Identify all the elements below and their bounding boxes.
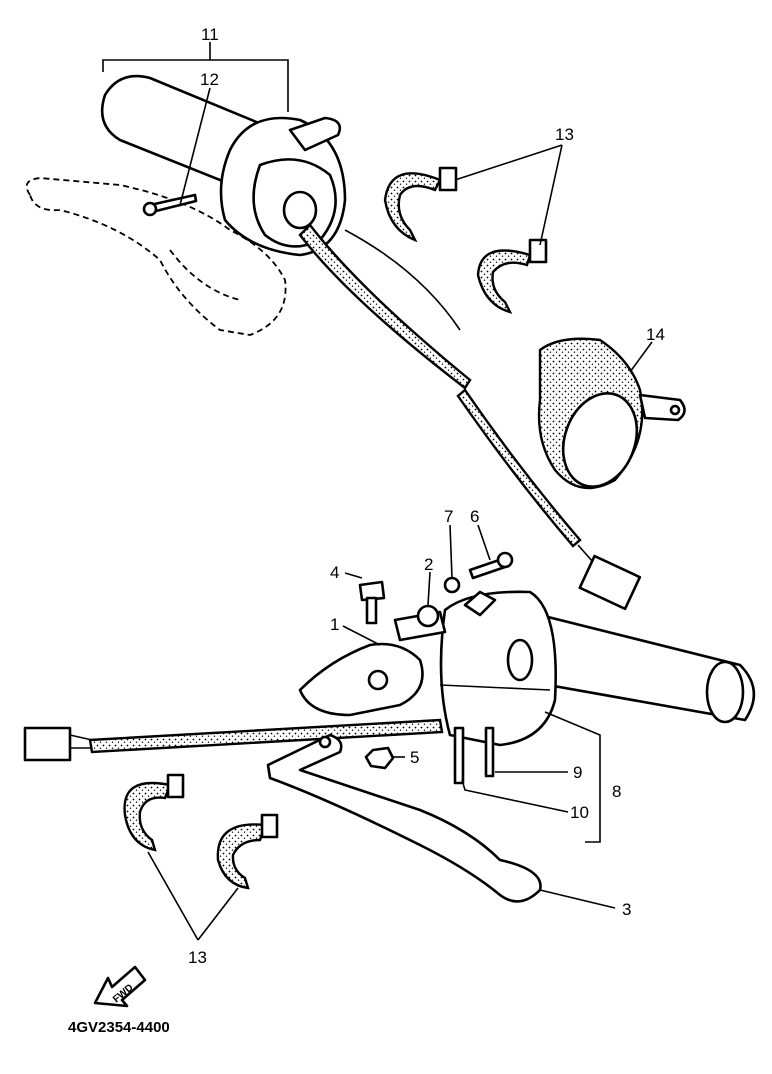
- callout-12: 12: [200, 70, 219, 89]
- washer-7: [443, 576, 461, 594]
- callout-6: 6: [470, 507, 479, 526]
- bushing-2: [416, 604, 440, 628]
- screw-9: [484, 726, 495, 778]
- callout-4: 4: [330, 563, 339, 582]
- callout-5: 5: [410, 748, 419, 767]
- wire-harness-lower: [23, 718, 444, 762]
- screw-12: [142, 193, 198, 217]
- callout-11: 11: [201, 25, 219, 44]
- callout-2: 2: [424, 555, 433, 574]
- left-handlebar-switch-11: [100, 74, 642, 611]
- callout-3: 3: [622, 900, 631, 919]
- callout-13-upper: 13: [555, 125, 574, 144]
- screw-10: [453, 726, 465, 785]
- right-handlebar-switch-8: [439, 590, 756, 747]
- callout-10: 10: [570, 803, 589, 822]
- cable-band-13-lower: [123, 773, 279, 890]
- forward-arrow-icon: FWD: [93, 965, 147, 1008]
- cover-14: [537, 337, 686, 490]
- callout-9: 9: [573, 763, 582, 782]
- bolt-6: [468, 551, 514, 580]
- lever-holder-1: [298, 610, 447, 717]
- callout-7: 7: [444, 507, 453, 526]
- callout-1: 1: [330, 615, 339, 634]
- nut-5: [364, 746, 395, 770]
- leader-lines: [102, 42, 653, 941]
- part-code: 4GV2354-4400: [68, 1019, 170, 1036]
- dashed-brake-lever-outline: [25, 177, 287, 336]
- cable-band-13-upper: [383, 166, 548, 314]
- callout-8: 8: [612, 782, 621, 801]
- callout-14: 14: [646, 325, 665, 344]
- callout-13-lower: 13: [188, 948, 207, 967]
- clutch-lever-3: [266, 733, 542, 903]
- bolt-4: [358, 580, 386, 625]
